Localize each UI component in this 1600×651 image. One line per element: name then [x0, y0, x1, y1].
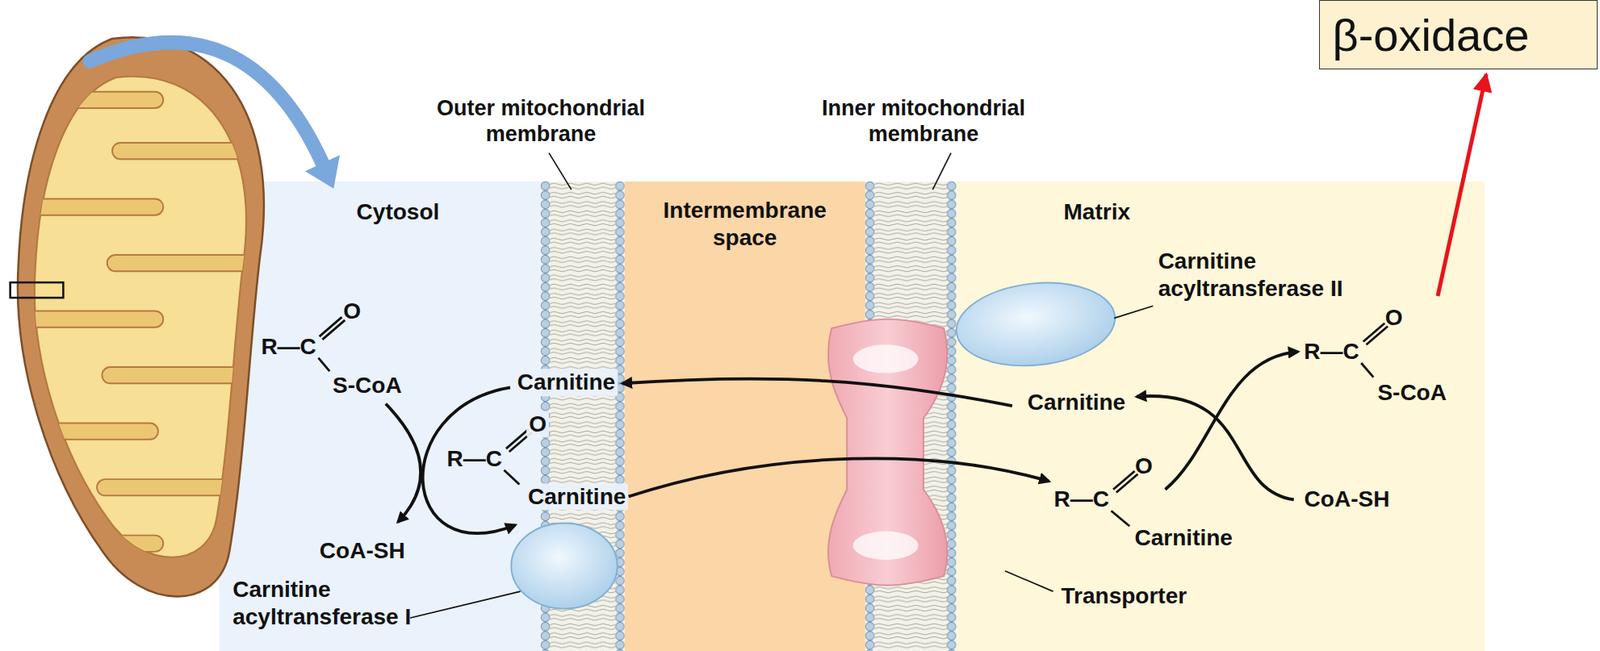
- enzyme-blob: [510, 523, 617, 609]
- reaction-arrow: [385, 351, 1299, 534]
- molecule-label: Carnitine: [1027, 389, 1126, 417]
- compartment-ground: [219, 181, 541, 651]
- enzyme-blob: [952, 275, 1120, 373]
- chemical-bond: [318, 358, 330, 372]
- chemical-bond: [1365, 326, 1388, 345]
- reaction-arrow: [423, 387, 516, 534]
- mitochondrion-illustration: [10, 92, 164, 109]
- molecule-label: Carnitine: [1135, 525, 1233, 553]
- transporter-protein: [853, 531, 919, 561]
- leader-line: [410, 591, 521, 619]
- reaction-arrow: [1136, 396, 1295, 500]
- mitochondrion-illustration: [10, 423, 159, 440]
- zoom-arrow: [89, 42, 340, 189]
- chemical-bond: [318, 317, 1388, 527]
- mitochondrion-illustration: [10, 37, 277, 597]
- reaction-arrow: [385, 404, 421, 524]
- transporter-protein: [853, 344, 919, 373]
- formula-label: R—C: [446, 445, 502, 474]
- molecule-label: Carnitine: [525, 483, 629, 511]
- chemical-bond: [503, 470, 520, 486]
- formula-label: CoA-SH: [319, 537, 406, 566]
- formula-label: R—C: [260, 333, 316, 361]
- mitochondrion-illustration: [96, 479, 260, 496]
- mitochondrion-illustration: [112, 142, 276, 160]
- mitochondrion-illustration: [101, 367, 265, 384]
- leader-line: [1114, 305, 1153, 319]
- illustration: [10, 37, 1485, 651]
- compartment-ground: [955, 181, 1485, 651]
- zoom-arrow: [305, 154, 340, 189]
- reaction-arrow: [1437, 74, 1487, 297]
- formula-label: CoA-SH: [1304, 486, 1391, 515]
- leader-line: [410, 153, 1153, 619]
- compartment-label: Matrix: [1063, 198, 1131, 227]
- formula-label: S-CoA: [1377, 379, 1447, 407]
- molecule-label: Carnitine: [515, 368, 618, 397]
- compartment-ground: [624, 181, 866, 651]
- enzyme-blob: [510, 275, 1119, 609]
- compartment-label: Cytosol: [356, 198, 440, 227]
- enzyme-label: Carnitine acyltransferase II: [1158, 247, 1353, 302]
- atom-label: O: [1135, 452, 1153, 481]
- leader-line: [1005, 571, 1053, 592]
- enzyme-label: Carnitine acyltransferase I: [232, 576, 427, 631]
- mitochondrion-illustration: [10, 92, 277, 553]
- compartment-ground: [219, 181, 1485, 651]
- mitochondrion-illustration: [10, 198, 164, 215]
- mitochondrion-illustration: [10, 311, 164, 328]
- membrane-label: Outer mitochondrial membrane: [431, 95, 651, 148]
- leader-line: [548, 153, 572, 191]
- formula-label: R—C: [1303, 338, 1359, 366]
- leader-line: [932, 153, 951, 191]
- chemical-bond: [1116, 474, 1139, 494]
- reaction-arrow: [1164, 351, 1298, 491]
- mitochondrion-illustration: [107, 255, 271, 272]
- membrane-label: Inner mitochondrial membrane: [813, 95, 1034, 148]
- formula-label: S-CoA: [332, 372, 403, 400]
- mitochondrion-illustration: [20, 536, 164, 553]
- compartment-label: Intermembrane space: [648, 196, 842, 252]
- process-title: β-oxidace: [1332, 8, 1530, 63]
- atom-label: O: [526, 410, 549, 439]
- chemical-bond: [1110, 510, 1130, 527]
- atom-label: O: [1385, 305, 1404, 333]
- transporter-protein: [828, 319, 947, 587]
- chemical-bond: [1361, 363, 1374, 378]
- zoom-arrow: [89, 42, 323, 164]
- mitochondrion-illustration: [10, 282, 64, 298]
- reaction-arrow: [622, 378, 1013, 407]
- reaction-arrow: [628, 458, 1050, 497]
- formula-label: R—C: [1054, 486, 1110, 515]
- transporter-label: Transporter: [1061, 583, 1188, 612]
- intermembrane-panel: Intermembrane space: [624, 181, 866, 651]
- atom-label: O: [343, 297, 361, 326]
- acyl-coa-group: O R—C S-CoA: [1294, 297, 1470, 411]
- chemical-bond: [322, 320, 345, 340]
- beta-oxidation-box: β-oxidace: [1319, 0, 1598, 70]
- transporter-protein: [828, 319, 947, 587]
